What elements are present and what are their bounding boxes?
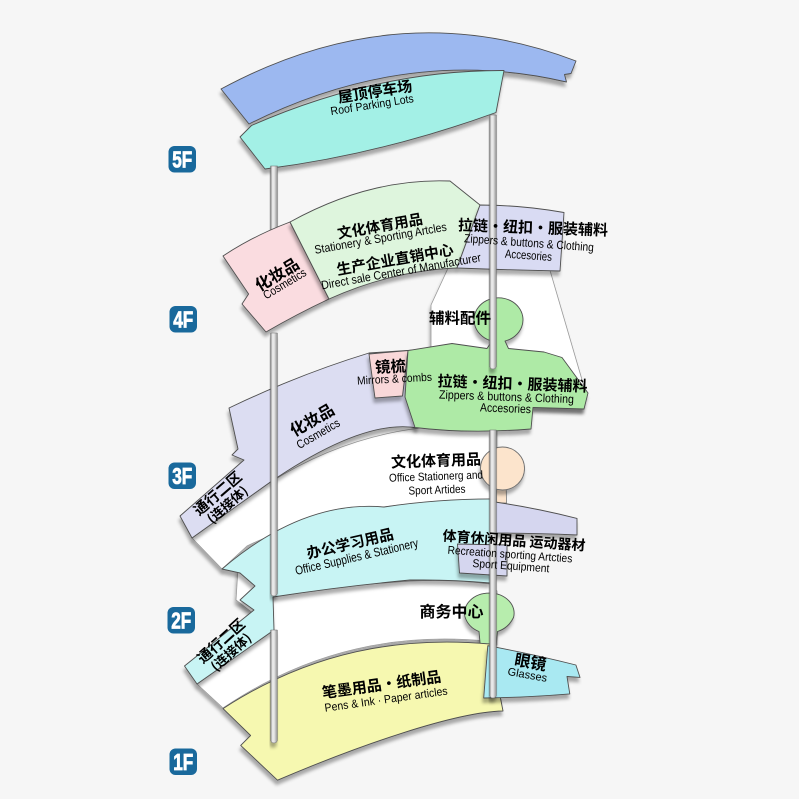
svg-text:Accesories: Accesories	[505, 247, 553, 264]
svg-text:Zippers & buttons & Clothing: Zippers & buttons & Clothing	[439, 387, 574, 406]
svg-text:Mirrors & combs: Mirrors & combs	[357, 372, 433, 388]
svg-text:4F: 4F	[173, 307, 193, 333]
svg-text:5F: 5F	[172, 147, 192, 173]
svg-text:Office Stationerg and: Office Stationerg and	[389, 470, 483, 485]
svg-text:Sport Equipment: Sport Equipment	[472, 558, 550, 575]
svg-text:Accesories: Accesories	[480, 400, 531, 416]
svg-text:1F: 1F	[173, 749, 193, 775]
svg-text:3F: 3F	[172, 463, 192, 489]
svg-text:Sport Artides: Sport Artides	[408, 484, 466, 498]
svg-text:2F: 2F	[171, 608, 191, 634]
